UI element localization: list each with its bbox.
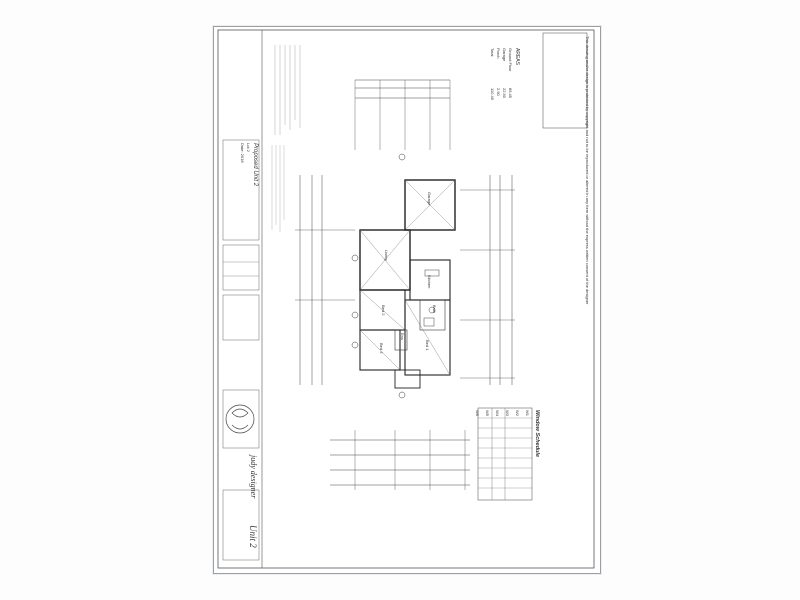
areas-heading: AREAS [514, 48, 520, 65]
room-label-bed3: Bed 3 [379, 343, 384, 354]
area-row-2-label: Garage [502, 48, 507, 62]
window-schedule-table [477, 407, 533, 501]
porch [394, 369, 421, 389]
project-title: Proposed Unit 2 [252, 143, 258, 187]
copyright-box [542, 32, 588, 129]
area-row-4-label: Total [490, 48, 495, 57]
building-outline [359, 179, 456, 389]
schedule-row-1: W1 [525, 410, 530, 416]
project-address: Lot 2 [246, 143, 251, 152]
area-row-4-value: 110.45 [490, 88, 495, 100]
ensuite [394, 329, 408, 351]
unit-label: Unit 2 [248, 525, 258, 548]
area-row-3-value: 2.50 [496, 88, 501, 96]
notes-text-lines [274, 45, 301, 135]
title-block-box [222, 139, 260, 241]
area-row-2-value: 22.50 [502, 88, 507, 99]
bathroom [419, 299, 446, 331]
schedule-row-6: W6 [475, 410, 480, 416]
area-row-1-label: Ground Floor [508, 48, 513, 72]
spec-notes-lines [271, 145, 285, 232]
logo-box [222, 389, 260, 449]
revision-box [222, 244, 260, 291]
sheet-number-box [222, 489, 260, 561]
notes-box [222, 294, 260, 341]
project-date: Date: 2018 [240, 143, 245, 163]
copyright-notice: This drawing and/or design is protected … [585, 36, 590, 305]
room-label-living: Living [384, 250, 389, 261]
firm-logo [225, 404, 255, 434]
inner-border [217, 29, 595, 569]
schedule-row-3: W3 [505, 410, 510, 416]
schedule-row-4: W4 [495, 410, 500, 416]
area-row-1-value: 85.45 [508, 88, 513, 99]
room-label-garage: Garage [427, 192, 432, 206]
room-label-kitchen: Kitchen [427, 275, 432, 289]
area-row-3-label: Porch [496, 48, 501, 59]
room-label-bath: Bath [432, 305, 437, 314]
room-label-bed2: Bed 2 [381, 305, 386, 316]
schedule-row-5: W5 [485, 410, 490, 416]
garage-room [404, 179, 456, 231]
room-label-bed1: Bed 1 [425, 340, 430, 351]
firm-name: judy designer [249, 455, 258, 499]
schedule-row-2: W2 [515, 410, 520, 416]
window-schedule-title: Window Schedule [534, 410, 540, 458]
room-label-ens: Ens [400, 333, 405, 340]
